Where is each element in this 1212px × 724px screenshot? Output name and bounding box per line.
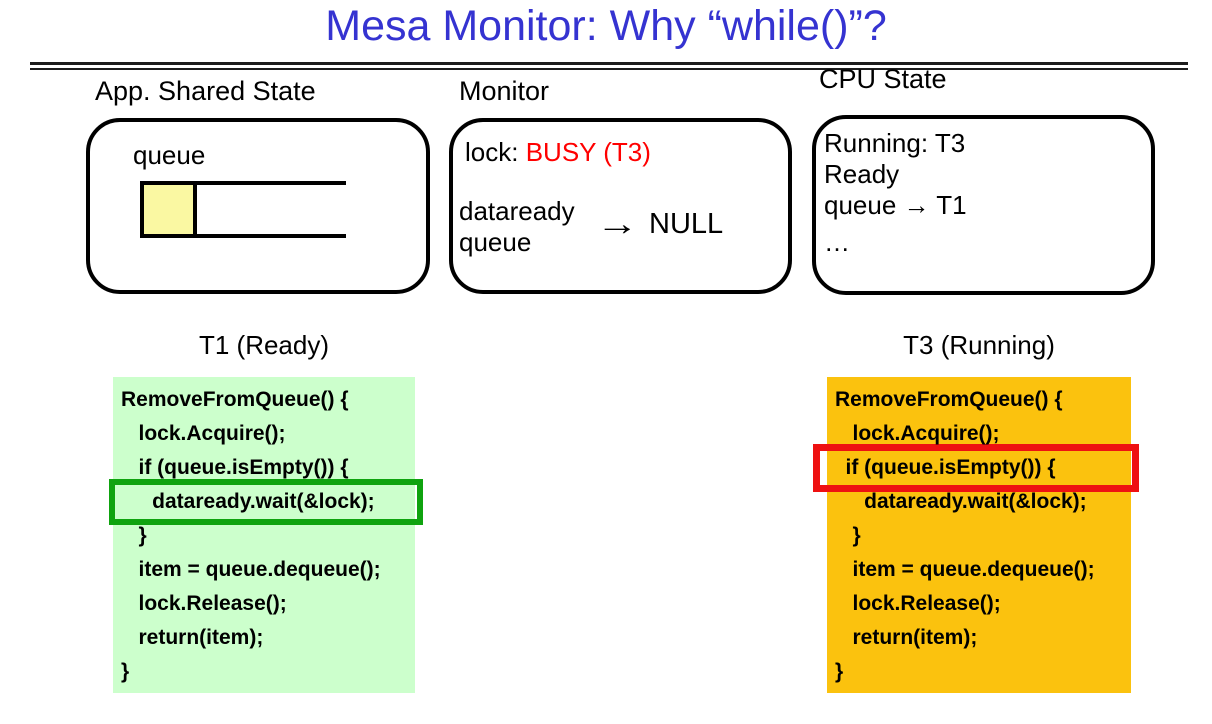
t1-highlighted-wait-line: dataready.wait(&lock); bbox=[109, 479, 423, 525]
cpu-ellipsis-line: … bbox=[824, 227, 850, 257]
queue-track-top-line bbox=[195, 181, 346, 185]
cpu-running-line: Running: T3 bbox=[824, 128, 966, 158]
thread-t3-label: T3 (Running) bbox=[903, 330, 1055, 360]
slide-title: Mesa Monitor: Why “while()”? bbox=[325, 2, 887, 50]
code-line: return(item); bbox=[835, 626, 978, 649]
code-line: lock.Acquire(); bbox=[121, 422, 286, 445]
lock-line: lock: BUSY (T3) bbox=[465, 137, 651, 168]
queue-label: queue bbox=[133, 140, 206, 170]
lock-status: BUSY (T3) bbox=[525, 137, 651, 167]
queue-track-bottom-line bbox=[195, 234, 346, 238]
code-line: item = queue.dequeue(); bbox=[121, 558, 381, 581]
t3-highlighted-if-line: if (queue.isEmpty()) { bbox=[813, 444, 1139, 492]
title-divider bbox=[30, 62, 1188, 70]
cpu-ready-line: Ready bbox=[824, 159, 900, 189]
app-shared-state-box: queue bbox=[86, 118, 430, 294]
column-label-app-shared-state: App. Shared State bbox=[95, 76, 316, 106]
code-line: RemoveFromQueue() { bbox=[835, 388, 1063, 411]
code-line: lock.Release(); bbox=[835, 592, 1001, 615]
code-line: return(item); bbox=[121, 626, 264, 649]
code-line: RemoveFromQueue() { bbox=[121, 388, 349, 411]
code-line: lock.Release(); bbox=[121, 592, 287, 615]
code-line: dataready.wait(&lock); bbox=[835, 490, 1087, 513]
monitor-box: lock: BUSY (T3) dataready queue → NULL bbox=[449, 118, 792, 294]
condvar-dataready: dataready bbox=[459, 196, 575, 226]
code-line: } bbox=[121, 660, 130, 683]
thread-t1-label: T1 (Ready) bbox=[198, 330, 330, 360]
cpu-state-lines: Running: T3 Ready queue → T1 … bbox=[824, 128, 967, 258]
null-value: NULL bbox=[649, 208, 724, 240]
cpu-queue-line: queue → T1 bbox=[824, 190, 967, 220]
condvar-queue: queue bbox=[459, 227, 532, 257]
t3-code-block: RemoveFromQueue() { lock.Acquire(); if (… bbox=[813, 377, 1139, 693]
column-label-cpu-state: CPU State bbox=[819, 64, 947, 94]
queue-cell bbox=[140, 181, 197, 238]
code-line: lock.Acquire(); bbox=[835, 422, 1000, 445]
arrow-right-icon: → bbox=[596, 205, 639, 243]
code-line: } bbox=[835, 660, 844, 683]
code-line: } bbox=[835, 524, 861, 547]
t1-code-block: RemoveFromQueue() { lock.Acquire(); if (… bbox=[109, 377, 423, 693]
column-label-monitor: Monitor bbox=[459, 76, 550, 106]
code-line: item = queue.dequeue(); bbox=[835, 558, 1095, 581]
code-line: if (queue.isEmpty()) { bbox=[121, 456, 349, 479]
lock-label: lock: bbox=[465, 137, 519, 167]
code-line: } bbox=[121, 524, 147, 547]
cpu-state-box: Running: T3 Ready queue → T1 … bbox=[812, 115, 1155, 295]
